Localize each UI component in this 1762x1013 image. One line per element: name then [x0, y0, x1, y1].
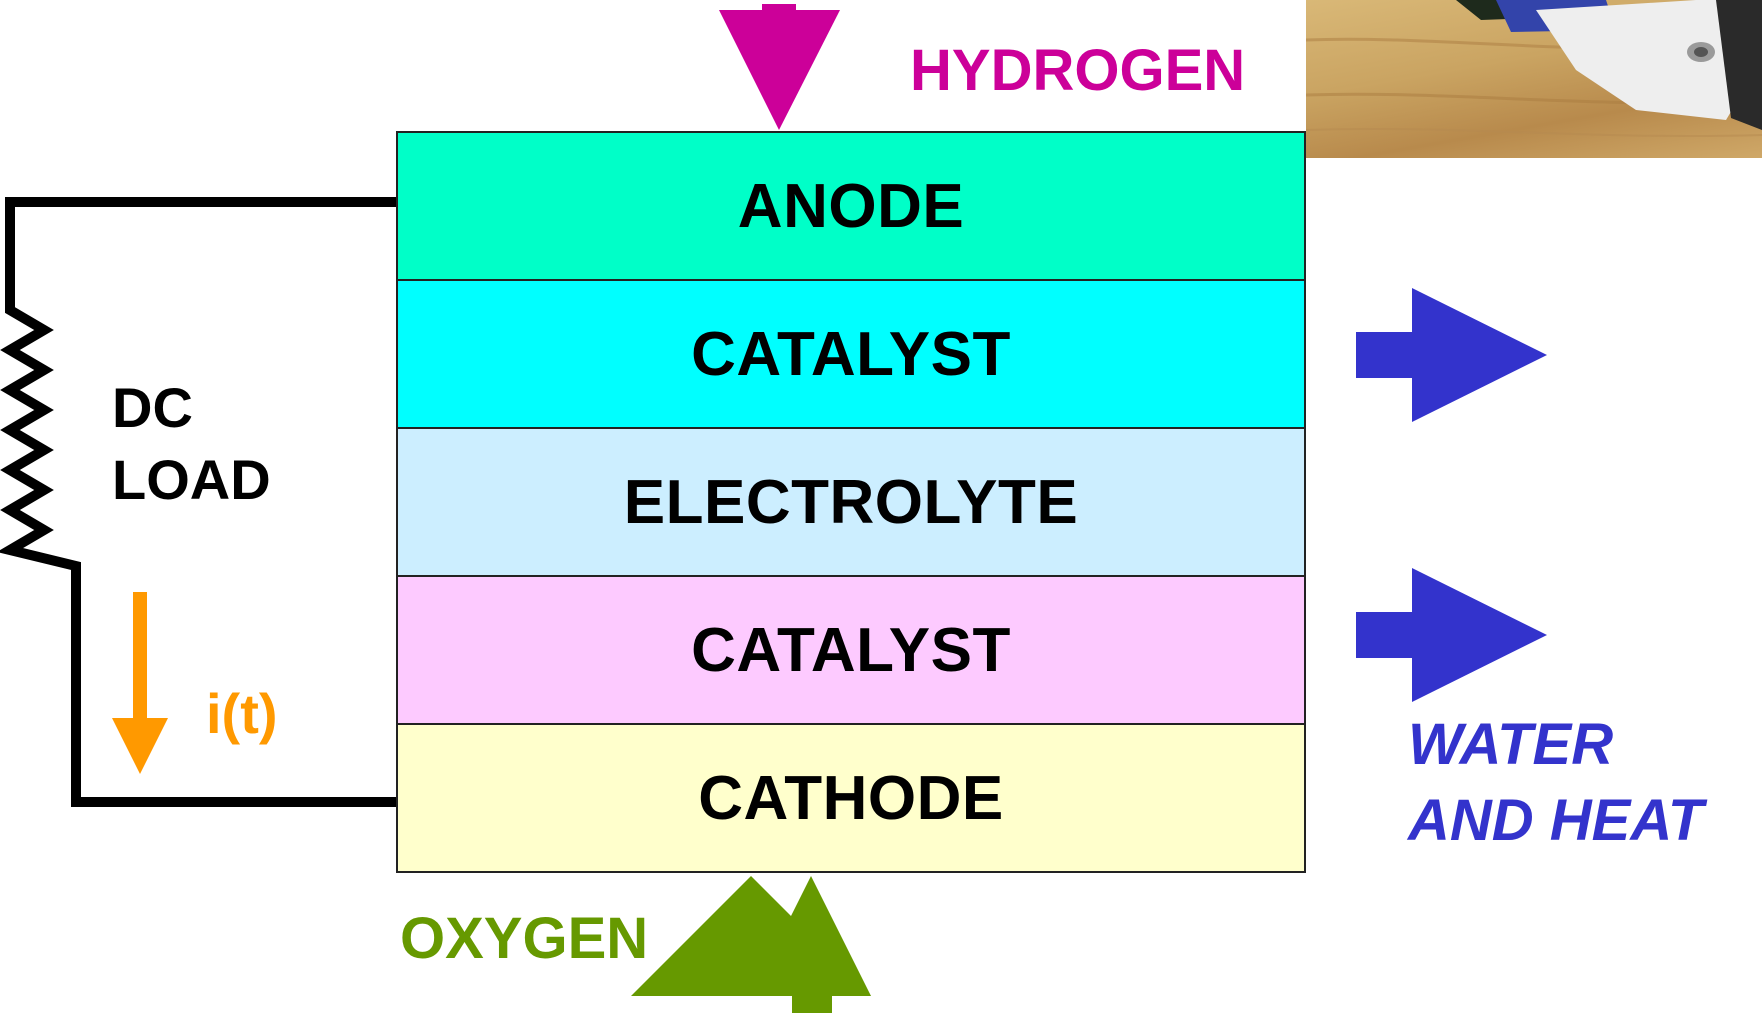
catalyst-label-lower: CATALYST — [691, 615, 1011, 685]
catalyst-layer-upper: CATALYST — [396, 279, 1306, 429]
fuel-cell-photo — [1306, 0, 1762, 158]
oxygen-arrow — [631, 876, 871, 1013]
dc-load-line1: DC — [112, 376, 193, 439]
output-label-line1: WATER — [1408, 712, 1614, 777]
circuit-wire — [0, 197, 396, 807]
oxygen-label: OXYGEN — [400, 906, 649, 971]
current-label: i(t) — [206, 682, 278, 745]
dc-load-line2: LOAD — [112, 448, 271, 511]
cathode-layer: CATHODE — [396, 723, 1306, 873]
cathode-label: CATHODE — [698, 763, 1004, 833]
hydrogen-label: HYDROGEN — [910, 38, 1246, 103]
anode-label: ANODE — [737, 171, 965, 241]
output-label-line2: AND HEAT — [1408, 788, 1704, 853]
output-arrow-lower — [1356, 568, 1547, 702]
catalyst-label-upper: CATALYST — [691, 319, 1011, 389]
electrolyte-layer: ELECTROLYTE — [396, 427, 1306, 577]
anode-layer: ANODE — [396, 131, 1306, 281]
current-arrow — [112, 592, 168, 774]
catalyst-layer-lower: CATALYST — [396, 575, 1306, 725]
hydrogen-arrow — [719, 4, 840, 130]
electrolyte-label: ELECTROLYTE — [623, 467, 1079, 537]
output-arrow-upper — [1356, 288, 1547, 422]
